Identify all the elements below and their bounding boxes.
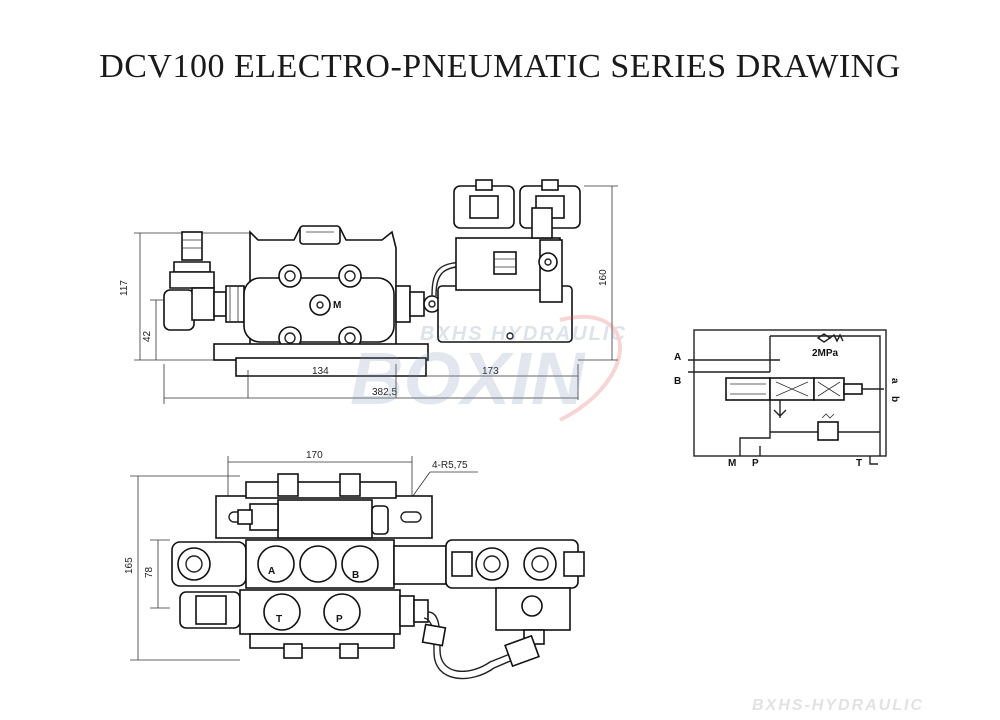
dim-width-134: 134	[312, 366, 329, 377]
page-title: DCV100 ELECTRO-PNEUMATIC SERIES DRAWING	[99, 48, 901, 85]
schem-port-b: B	[674, 376, 681, 387]
dim-height-42: 42	[142, 330, 153, 342]
front-view: 117 42 M	[119, 179, 618, 404]
watermark-brand: BOXIN	[350, 337, 586, 420]
dim-width-382-5: 382,5	[372, 387, 397, 398]
dim-width-173: 173	[482, 366, 499, 377]
dim-height-160: 160	[598, 269, 609, 286]
schem-port-m: M	[728, 458, 736, 469]
port-a: A	[268, 566, 275, 577]
coil-a-label: a	[889, 378, 900, 384]
dim-height-78: 78	[144, 566, 155, 578]
dim-slots: 4-R5,75	[432, 460, 468, 471]
port-t: T	[276, 614, 282, 625]
dim-width-170: 170	[306, 450, 323, 461]
dim-height-165: 165	[124, 557, 135, 574]
label-m: M	[333, 300, 341, 311]
watermark-sub: BXHS HYDRAULIC	[420, 323, 627, 345]
footer-watermark: BXHS-HYDRAULIC	[752, 697, 924, 714]
watermark: BXHS HYDRAULIC BOXIN	[350, 314, 627, 422]
schem-port-t: T	[856, 458, 862, 469]
coil-b-label: b	[889, 396, 900, 402]
dim-height-117: 117	[119, 280, 130, 296]
top-view: 170 4-R5,75 165 78 A B	[124, 450, 585, 680]
pressure-2mpa: 2MPa	[812, 348, 839, 359]
schem-port-p: P	[752, 458, 759, 469]
hydraulic-schematic: 2MPa A B a b M P T	[674, 329, 900, 469]
schem-port-a: A	[674, 352, 681, 363]
port-p: P	[336, 614, 343, 625]
port-b: B	[352, 570, 359, 581]
